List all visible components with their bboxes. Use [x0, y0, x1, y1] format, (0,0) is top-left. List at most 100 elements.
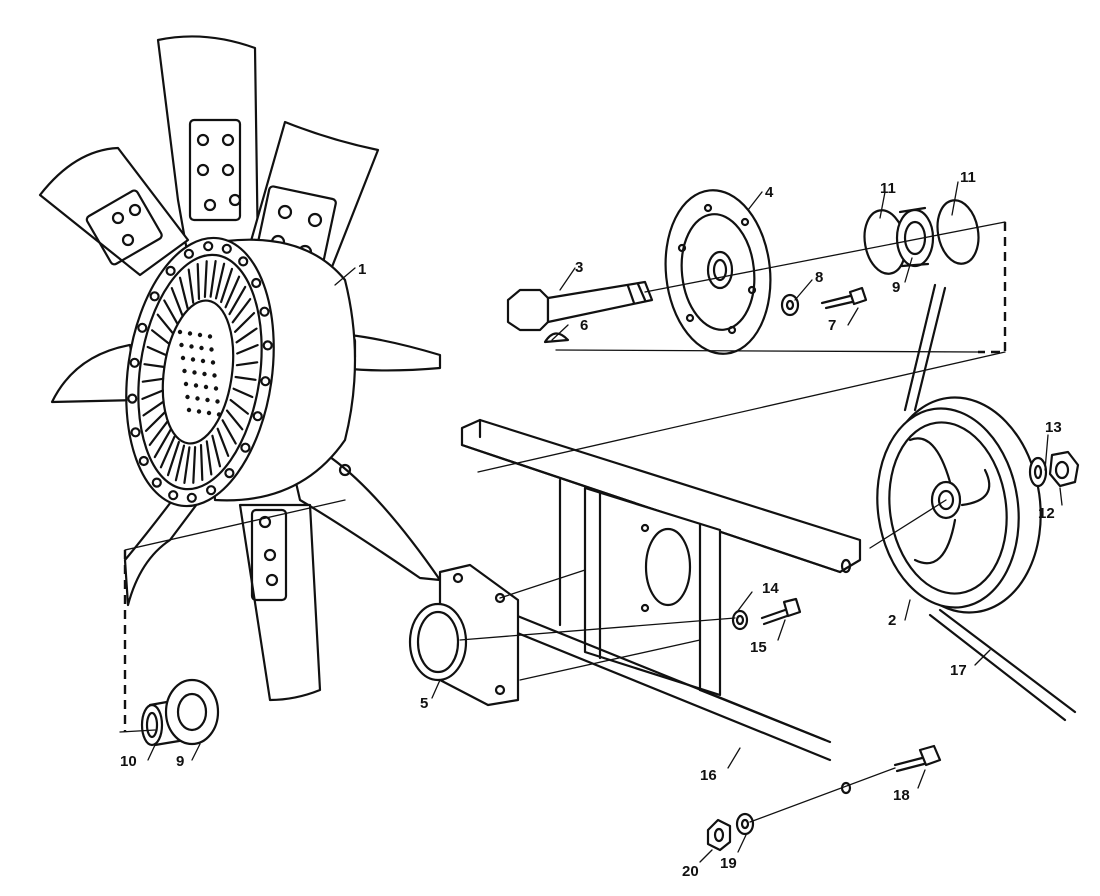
hub-center-hole	[199, 345, 204, 351]
hub-bolt	[151, 477, 162, 488]
hub-ribs	[141, 260, 259, 484]
hub-center-hole	[182, 368, 187, 374]
v-belt	[903, 283, 1077, 722]
hub-bolt	[259, 306, 270, 317]
callout-2: 2	[888, 612, 896, 629]
woodruff-key	[543, 332, 570, 344]
bolt-18	[893, 744, 942, 773]
hub-rib	[234, 312, 256, 333]
callout-5: 5	[420, 695, 428, 712]
hub-rib	[141, 389, 164, 400]
callout-labels: 1 2 3 4 5 6 7 8 9 9 10 11 11 12 13 14 15…	[120, 169, 1062, 880]
hub-center-hole	[210, 360, 216, 365]
frame	[460, 418, 862, 762]
hub-bolt	[224, 468, 235, 479]
fan-assembly	[38, 35, 442, 702]
hub-rib	[178, 276, 189, 310]
hub-center-hole	[187, 331, 193, 336]
hub-rib	[216, 427, 230, 457]
hub-rib	[221, 419, 237, 445]
fan-blade-bottom	[238, 503, 322, 702]
hub-rib	[209, 260, 217, 298]
hub-rib	[156, 313, 175, 335]
callout-3: 3	[575, 259, 583, 276]
callout-13: 13	[1045, 419, 1062, 436]
hub-rib	[148, 420, 169, 446]
fan-hub	[125, 236, 275, 508]
guide-dash-right	[978, 222, 1007, 354]
callout-20: 20	[682, 863, 699, 880]
hub-rib	[143, 363, 166, 369]
hub-center-hole	[190, 357, 196, 362]
hub-rib	[203, 260, 208, 298]
hub-center-hole	[205, 397, 210, 403]
hub-bolt	[206, 485, 217, 496]
hub-center-hole	[183, 381, 189, 387]
hub-bolt	[240, 442, 251, 453]
hub-bolt	[252, 411, 263, 422]
hub-center-hole	[189, 344, 194, 349]
hub-center-hole	[180, 355, 186, 361]
hub-bolt	[262, 340, 273, 351]
hub-bolt	[168, 490, 179, 501]
hub-rib	[231, 298, 252, 324]
hub-center-hole	[192, 370, 197, 375]
assembly-center-lines	[119, 221, 1006, 823]
hub-rib	[235, 361, 259, 367]
hub-center-hole	[206, 410, 212, 416]
hub-rib	[153, 428, 172, 459]
hub-rib	[224, 275, 241, 309]
hub-center-hole	[185, 394, 190, 400]
bolt-7	[820, 286, 868, 310]
hub-center-hole	[212, 373, 217, 378]
fan-blade-left	[50, 343, 142, 404]
hub-rib	[196, 263, 201, 300]
hub-rib	[144, 411, 166, 432]
hub-rib	[229, 398, 249, 415]
fan-blade-upper-right	[243, 120, 380, 274]
hub-center-hole	[196, 409, 202, 414]
flange-plate	[664, 189, 772, 355]
hub-center-hole	[197, 332, 203, 338]
callout-17: 17	[950, 662, 967, 679]
hub-bolt	[260, 376, 271, 387]
hub-rib	[174, 444, 186, 482]
hub-bolt	[221, 243, 232, 254]
callout-15: 15	[750, 639, 767, 656]
hub-bolt	[149, 291, 160, 302]
hub-rib	[232, 387, 254, 399]
nut-12	[1048, 450, 1080, 488]
callout-11-left: 11	[880, 180, 896, 197]
callout-9-lower: 9	[176, 753, 184, 770]
hub-center-hole	[177, 329, 183, 335]
hub-rib	[214, 262, 226, 300]
hub-rib	[187, 268, 195, 304]
hub-rib	[142, 400, 165, 417]
bearing-9-upper	[895, 206, 935, 268]
callout-4: 4	[765, 184, 774, 201]
callout-leaders	[147, 181, 1063, 863]
washer-small	[840, 781, 852, 795]
hub-center-hole	[213, 386, 219, 391]
hub-rib	[220, 267, 234, 304]
hub-center-hole	[193, 383, 199, 388]
callout-11-right: 11	[960, 169, 976, 186]
hub-rib	[183, 446, 191, 484]
hub-rib	[141, 377, 165, 383]
hub-center-hole	[203, 384, 209, 390]
hub-bolt	[186, 492, 197, 503]
hub-rib	[199, 444, 204, 481]
bolt-15	[760, 597, 802, 626]
hub-center-hole	[186, 407, 192, 413]
callout-16: 16	[700, 767, 717, 784]
hub-rib	[166, 440, 180, 477]
hub-rib	[205, 440, 213, 476]
shaft	[506, 280, 654, 332]
callout-18: 18	[893, 787, 910, 804]
circlip-11-right	[936, 199, 980, 265]
hub-center-hole	[209, 347, 214, 352]
hub-center-hole	[200, 358, 206, 364]
washer-19	[735, 812, 755, 836]
bearing-9-lower	[164, 678, 220, 746]
hub-center-hole	[215, 399, 220, 404]
